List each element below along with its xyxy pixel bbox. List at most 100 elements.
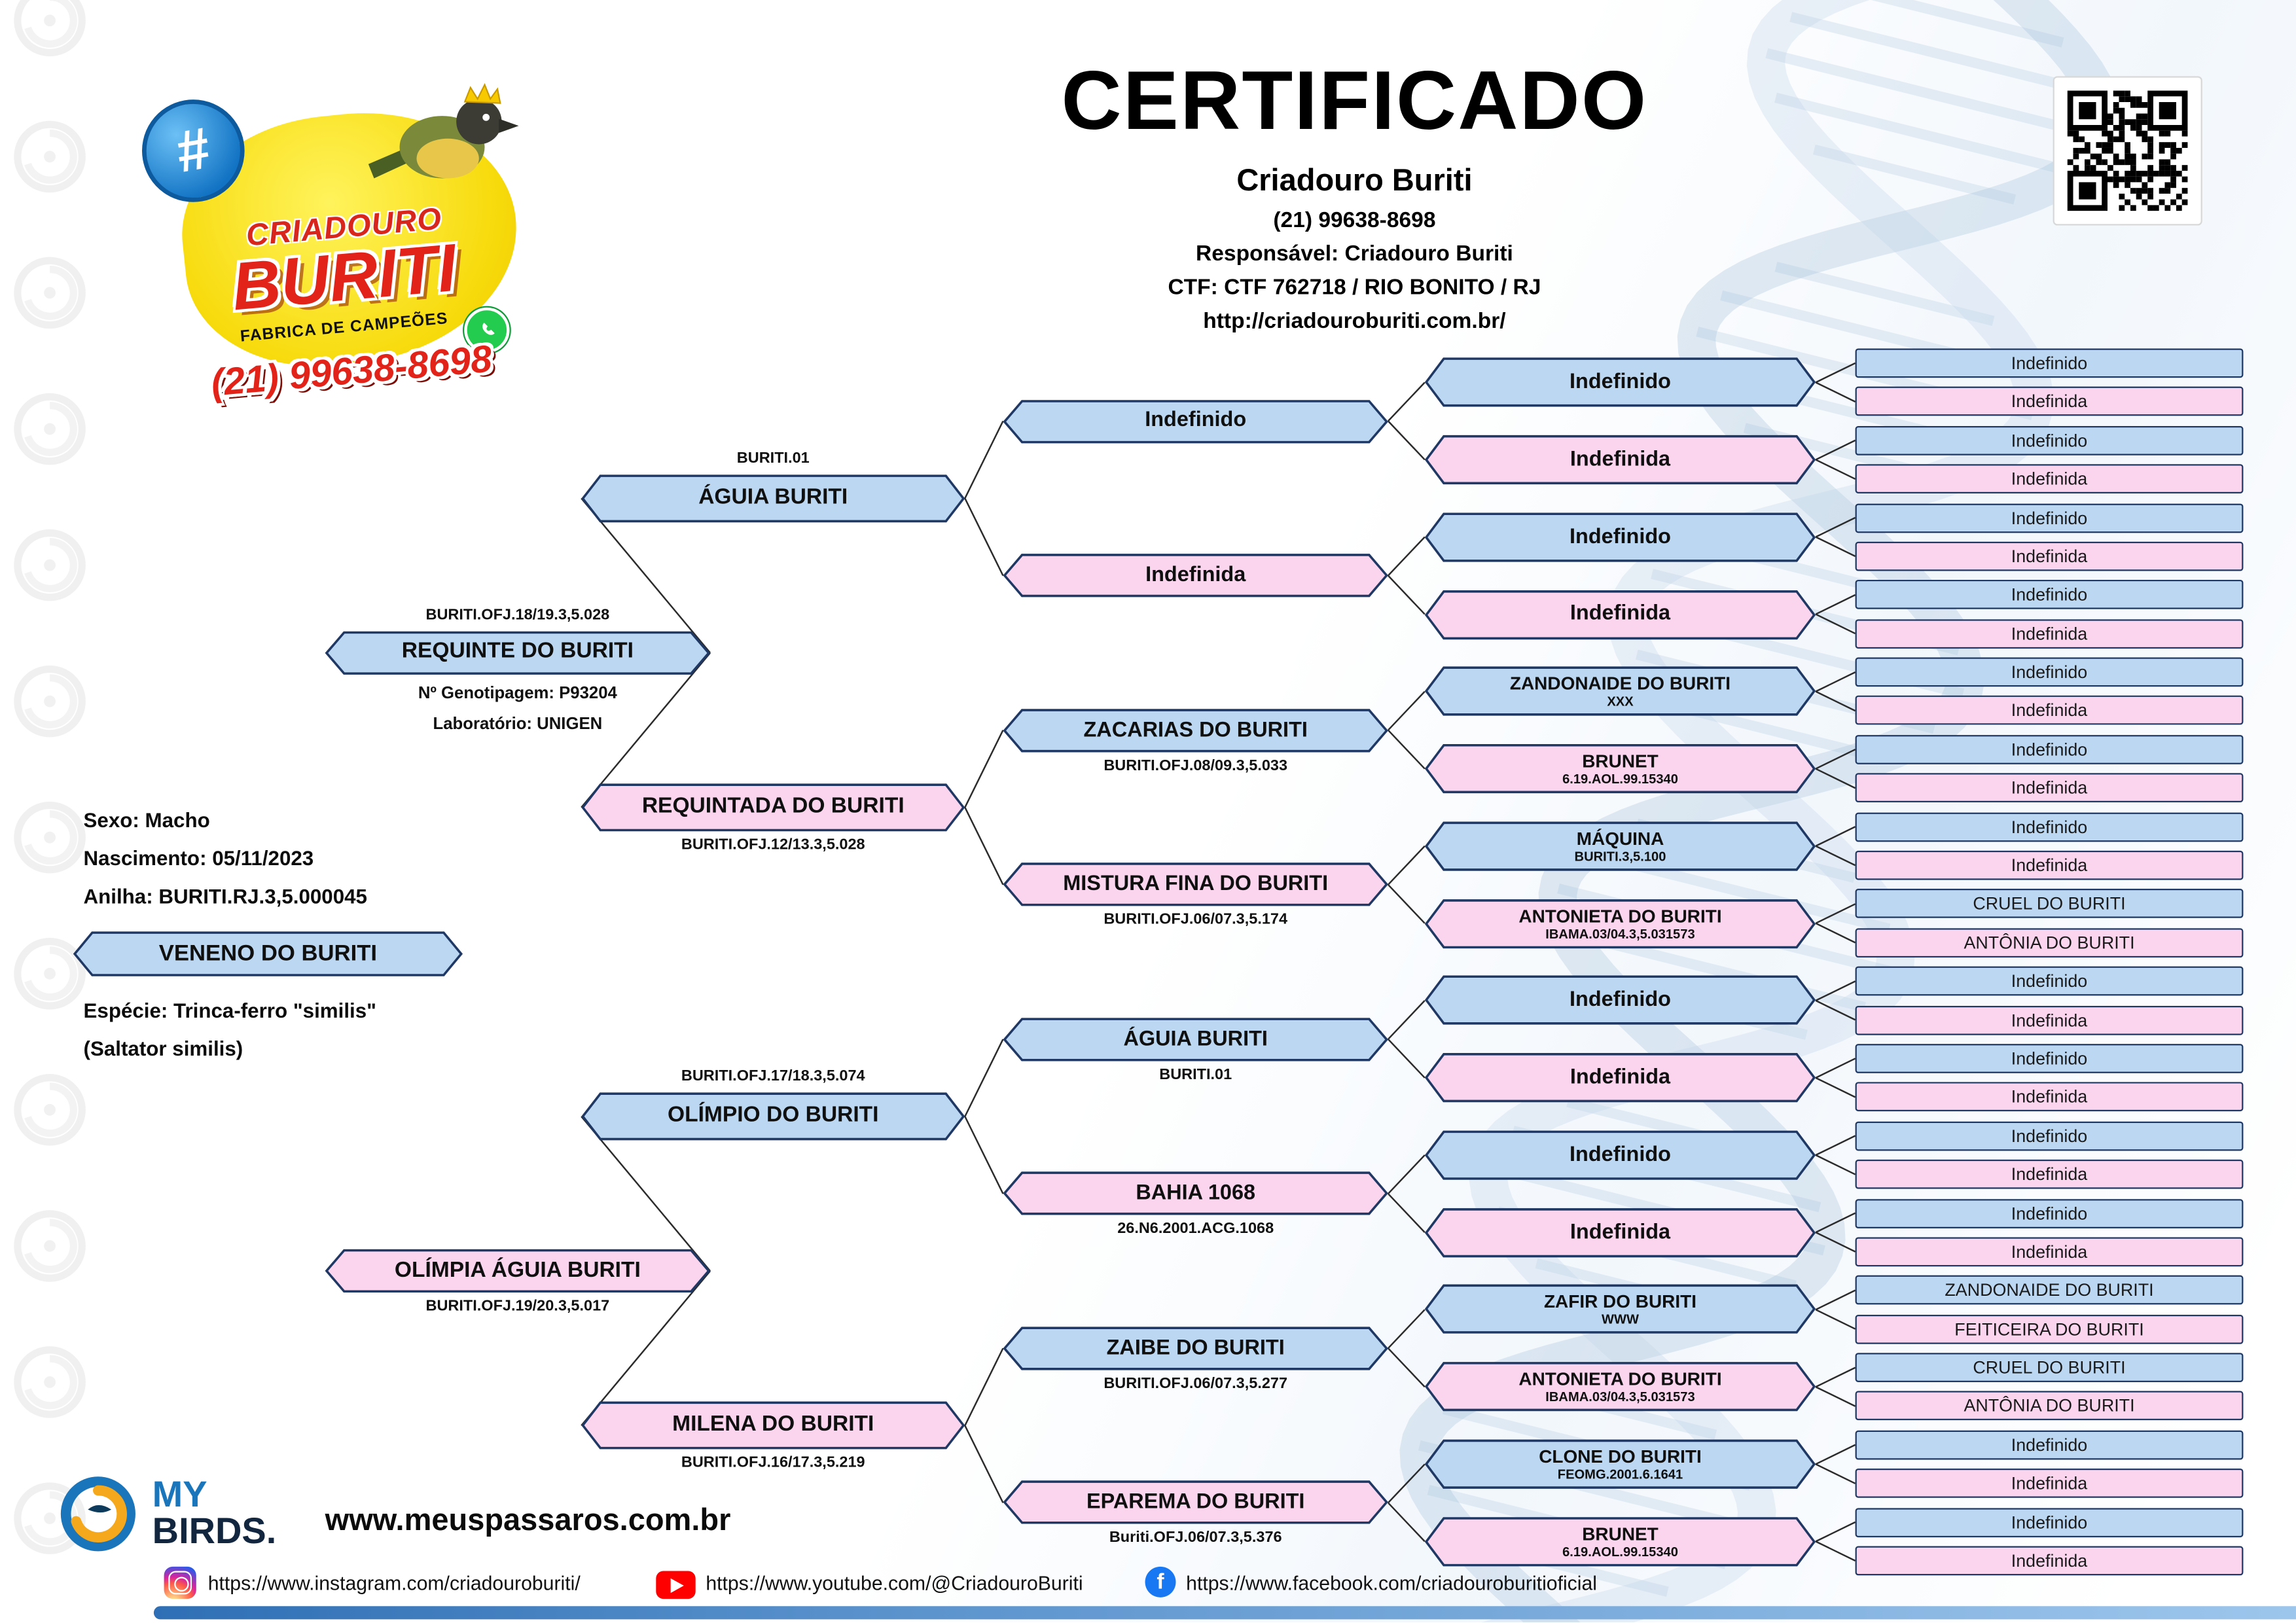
pedigree-node-gen2-4: MILENA DO BURITI	[581, 1401, 965, 1450]
certificate-header: CERTIFICADO Criadouro Buriti (21) 99638-…	[952, 53, 1757, 334]
ring-number-label: BURITI.01	[736, 449, 810, 467]
instagram-icon	[164, 1566, 196, 1599]
facebook-f-glyph: f	[1157, 1569, 1164, 1595]
genotype-note: Nº Genotipagem: P93204	[418, 685, 617, 703]
pedigree-node-gen3-5: ÁGUIA BURITI	[1003, 1017, 1389, 1061]
pedigree-node-gen3-7: ZAIBE DO BURITI	[1003, 1327, 1389, 1370]
pedigree-node-gen3-6: BAHIA 1068	[1003, 1171, 1389, 1216]
pedigree-node-gen5-4: Indefinida	[1855, 464, 2244, 494]
bird-sex: Sexo: Macho	[83, 808, 210, 832]
bird-ring-number: Anilha: BURITI.RJ.3,5.000045	[83, 884, 367, 908]
bottom-accent-bar	[153, 1606, 2296, 1620]
pedigree-node-gen2-2: REQUINTADA DO BURITI	[581, 783, 965, 832]
pedigree-node-gen2-1: ÁGUIA BURITI	[581, 474, 965, 523]
pedigree-node-gen5-18: Indefinida	[1855, 1005, 2244, 1035]
pedigree-node-gen5-17: Indefinido	[1855, 966, 2244, 996]
pedigree-node-gen5-5: Indefinido	[1855, 503, 2244, 533]
pedigree-node-gen3-4: MISTURA FINA DO BURITI	[1003, 863, 1389, 906]
pedigree-node-gen5-29: Indefinido	[1855, 1430, 2244, 1460]
pedigree-node-gen5-25: ZANDONAIDE DO BURITI	[1855, 1275, 2244, 1306]
pedigree-node-gen5-10: Indefinida	[1855, 696, 2244, 726]
pedigree-node-gen5-21: Indefinido	[1855, 1121, 2244, 1150]
pedigree-node-gen5-23: Indefinido	[1855, 1198, 2244, 1228]
ring-number-label: BURITI.OFJ.08/09.3,5.033	[1103, 756, 1288, 774]
pedigree-node-gen5-20: Indefinida	[1855, 1082, 2244, 1112]
youtube-url: https://www.youtube.com/@CriadouroBuriti	[706, 1572, 1083, 1595]
pedigree-node-gen5-14: Indefinida	[1855, 850, 2244, 880]
mybirds-birds-text: BIRDS.	[152, 1510, 277, 1552]
pedigree-node-gen3-2: Indefinida	[1003, 554, 1389, 597]
pedigree-node-gen3-1: Indefinido	[1003, 399, 1389, 443]
pedigree-node-gen5-8: Indefinida	[1855, 618, 2244, 649]
pedigree-node-gen5-16: ANTÔNIA DO BURITI	[1855, 927, 2244, 957]
pedigree-node-gen5-3: Indefinido	[1855, 425, 2244, 455]
pedigree-node-gen4-2: Indefinida	[1424, 435, 1816, 484]
bird-species: Espécie: Trinca-ferro "similis"	[83, 998, 377, 1022]
bird-illustration-icon	[368, 82, 519, 179]
pedigree-node-gen4-1: Indefinido	[1424, 357, 1816, 407]
pedigree-node-gen5-26: FEITICEIRA DO BURITI	[1855, 1314, 2244, 1344]
ring-number-label: BURITI.OFJ.18/19.3,5.028	[425, 605, 610, 624]
pedigree-node-gen3-3: ZACARIAS DO BURITI	[1003, 708, 1389, 752]
youtube-icon	[656, 1571, 696, 1599]
mybirds-my-text: MY	[152, 1474, 207, 1516]
ring-number-label: BURITI.OFJ.19/20.3,5.017	[425, 1297, 610, 1315]
pedigree-node-gen5-13: Indefinido	[1855, 812, 2244, 842]
qr-code	[2053, 76, 2202, 226]
facebook-icon: f	[1145, 1566, 1176, 1597]
pedigree-node-gen5-2: Indefinida	[1855, 387, 2244, 417]
pedigree-node-gen5-9: Indefinido	[1855, 657, 2244, 687]
pedigree-node-gen5-15: CRUEL DO BURITI	[1855, 889, 2244, 919]
instagram-url: https://www.instagram.com/criadouroburit…	[207, 1572, 581, 1595]
pedigree-node-gen4-10: Indefinida	[1424, 1053, 1816, 1103]
hashtag-symbol: #	[171, 115, 215, 185]
ring-number-label: BURITI.01	[1159, 1065, 1232, 1084]
ring-number-label: BURITI.OFJ.16/17.3,5.219	[681, 1454, 865, 1472]
facebook-url: https://www.facebook.com/criadouroburiti…	[1186, 1572, 1598, 1595]
pedigree-node-gen5-27: CRUEL DO BURITI	[1855, 1353, 2244, 1383]
pedigree-node-gen5-22: Indefinida	[1855, 1160, 2244, 1189]
pedigree-node-gen4-11: Indefinido	[1424, 1130, 1816, 1180]
pedigree-node-gen5-6: Indefinida	[1855, 541, 2244, 571]
ring-number-label: BURITI.OFJ.06/07.3,5.174	[1103, 911, 1288, 929]
breeder-phone: (21) 99638-8698	[1273, 207, 1436, 233]
pedigree-node-gen5-30: Indefinida	[1855, 1469, 2244, 1499]
mybirds-logo: MY BIRDS.	[56, 1471, 276, 1556]
breeder-name: Criadouro Buriti	[1236, 164, 1473, 198]
bird-species-latin: (Saltator similis)	[83, 1036, 243, 1060]
bird-name-box: VENENO DO BURITI	[73, 931, 463, 976]
breeder-website: http://criadouroburiti.com.br/	[1203, 309, 1506, 334]
meuspassaros-url: www.meuspassaros.com.br	[325, 1503, 731, 1538]
pedigree-node-gen5-11: Indefinido	[1855, 734, 2244, 764]
certificate-title: CERTIFICADO	[1061, 54, 1648, 148]
pedigree-node-gen5-19: Indefinido	[1855, 1044, 2244, 1073]
pedigree-node-gen5-28: ANTÔNIA DO BURITI	[1855, 1391, 2244, 1421]
ring-number-label: BURITI.OFJ.17/18.3,5.074	[681, 1067, 865, 1085]
ring-number-label: Buriti.OFJ.06/07.3,5.376	[1109, 1529, 1282, 1547]
pedigree-node-gen4-3: Indefinido	[1424, 512, 1816, 562]
ctf-line: CTF: CTF 762718 / RIO BONITO / RJ	[1168, 275, 1541, 300]
ring-number-label: BURITI.OFJ.06/07.3,5.277	[1103, 1374, 1288, 1393]
pedigree-node-gen1-1: REQUINTE DO BURITI	[325, 631, 711, 675]
ring-number-label: BURITI.OFJ.12/13.3,5.028	[681, 836, 865, 854]
whatsapp-icon	[464, 307, 510, 353]
responsible-line: Responsável: Criadouro Buriti	[1196, 241, 1513, 267]
pedigree-node-gen5-12: Indefinida	[1855, 773, 2244, 803]
genotype-note: Laboratório: UNIGEN	[433, 715, 603, 734]
pedigree-node-gen4-4: Indefinida	[1424, 589, 1816, 639]
ring-number-label: 26.N6.2001.ACG.1068	[1117, 1220, 1274, 1238]
pedigree-node-gen5-7: Indefinido	[1855, 580, 2244, 610]
pedigree-node-gen2-3: OLÍMPIO DO BURITI	[581, 1092, 965, 1141]
pedigree-node-gen5-31: Indefinido	[1855, 1507, 2244, 1537]
pedigree-node-gen5-24: Indefinida	[1855, 1237, 2244, 1266]
